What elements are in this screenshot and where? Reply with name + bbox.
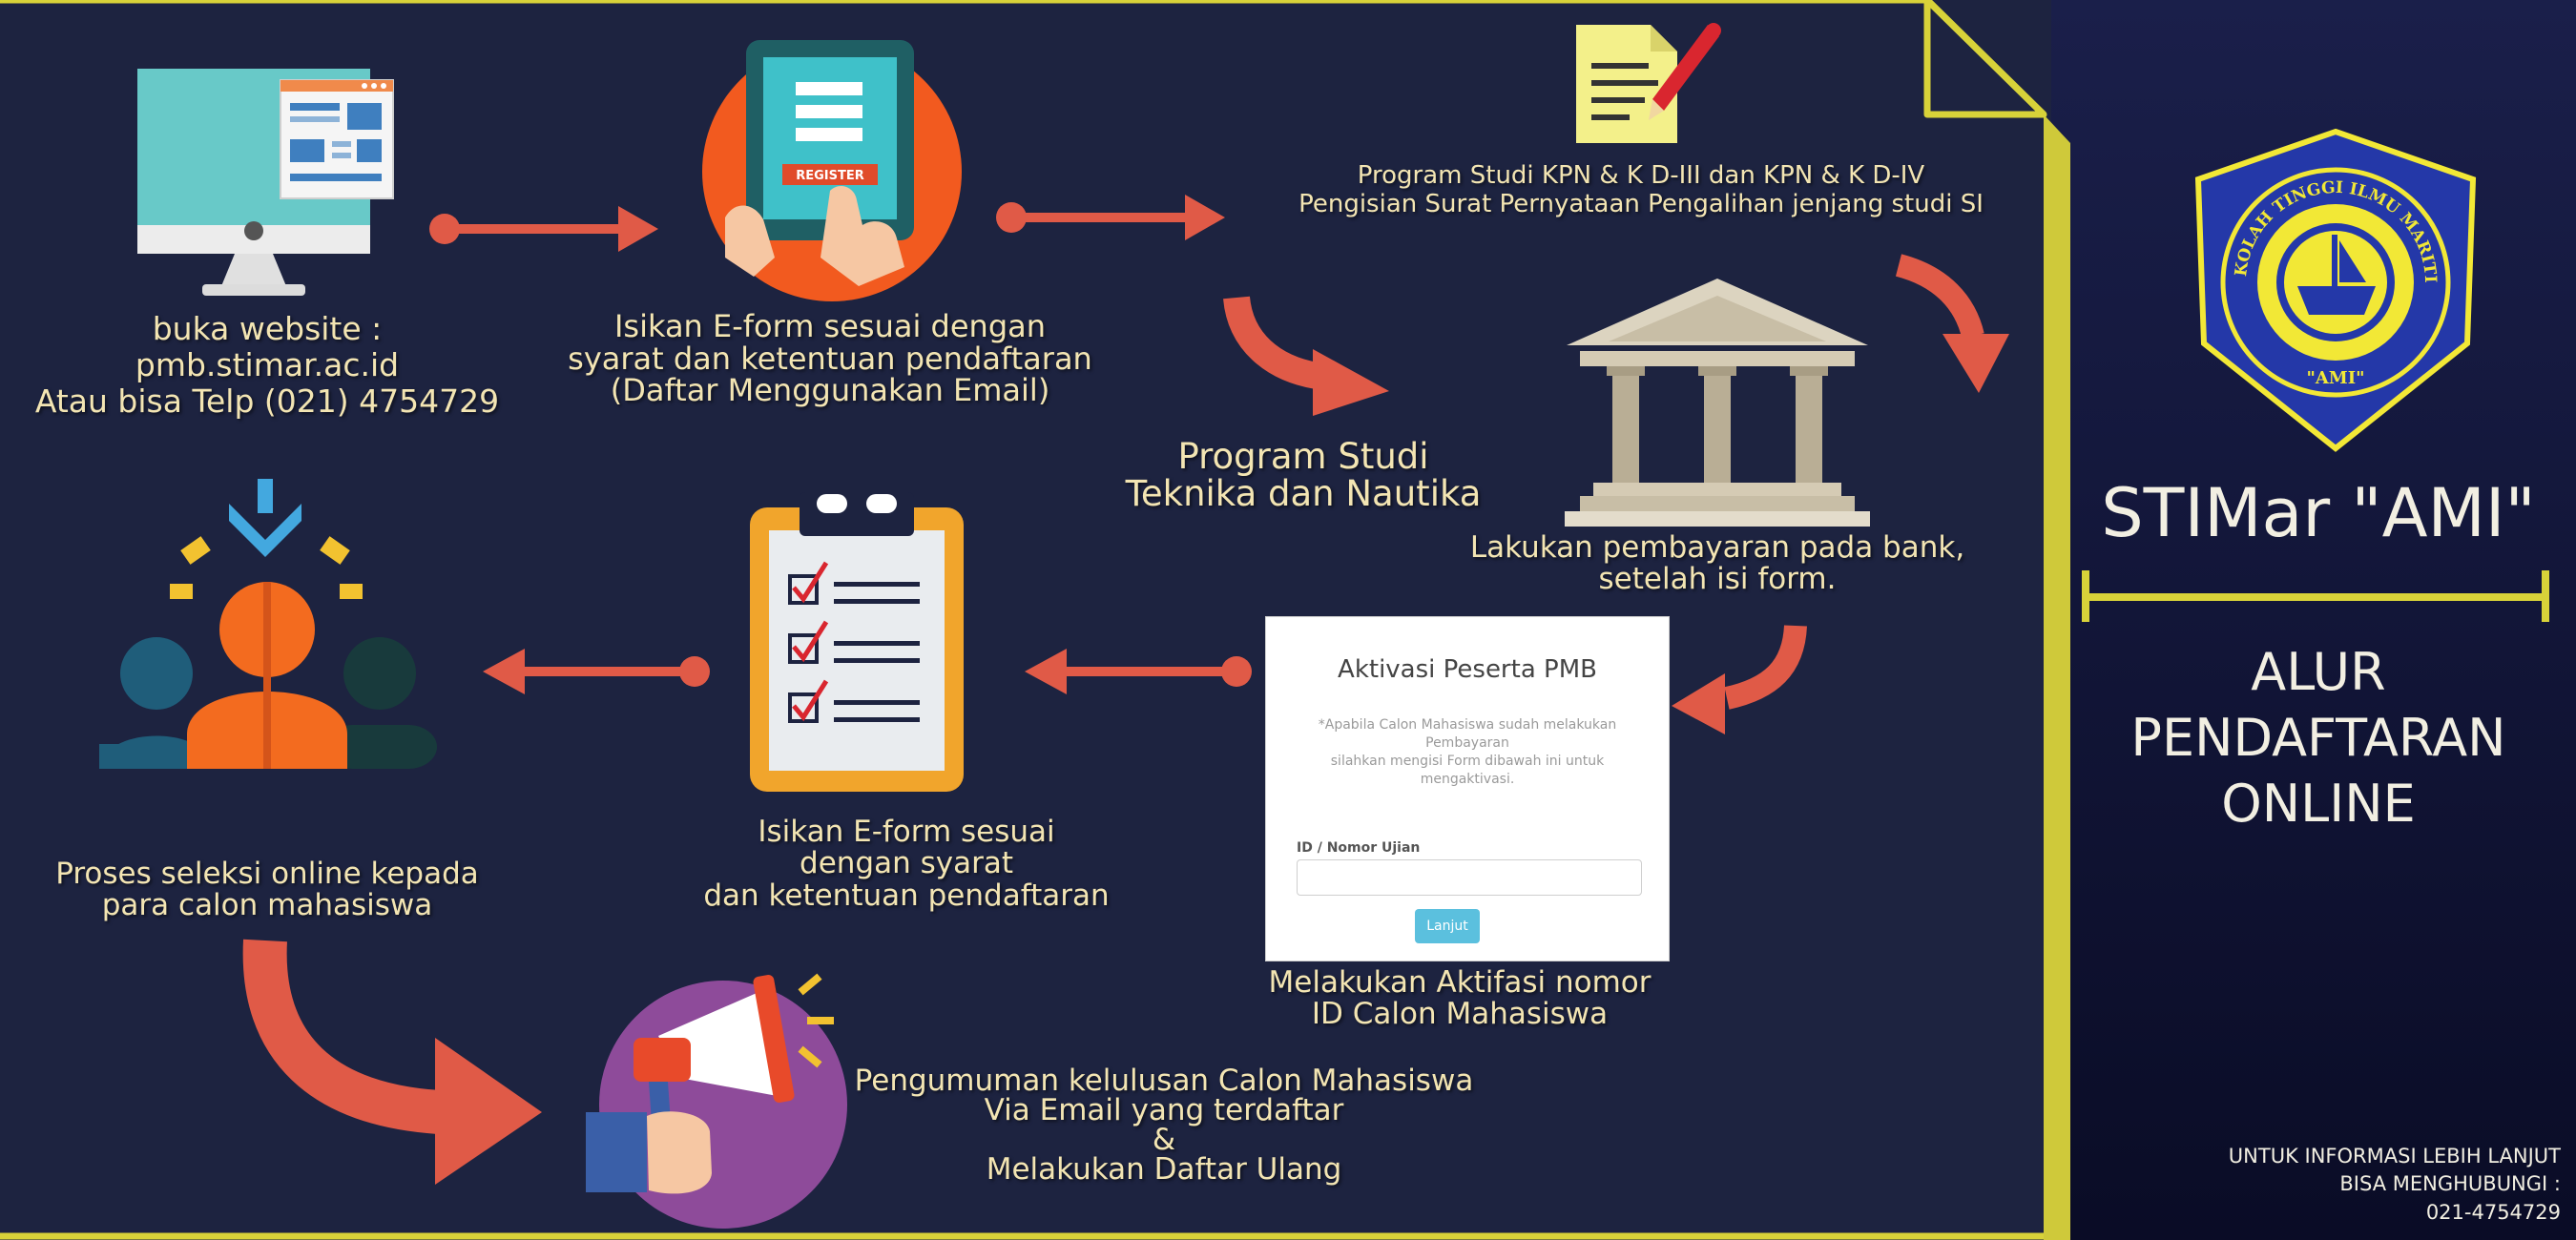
label-kpn: Program Studi KPN & K D-III dan KPN & K … xyxy=(1278,161,2004,219)
label-eform-email: Isikan E-form sesuai dengan syarat dan k… xyxy=(563,308,1097,409)
sidebar-heading-line2: PENDAFTARAN xyxy=(2130,708,2506,769)
sidebar-heading: ALUR PENDAFTARAN ONLINE xyxy=(2089,639,2547,837)
label-eform-syarat-line1: Isikan E-form sesuai xyxy=(758,815,1055,849)
label-aktifasi: Melakukan Aktifasi nomor ID Calon Mahasi… xyxy=(1231,967,1689,1029)
label-teknika: Program Studi Teknika dan Nautika xyxy=(1112,436,1494,514)
sidebar-contact-line1: UNTUK INFORMASI LEBIH LANJUT xyxy=(2228,1145,2561,1168)
sidebar-contact-phone: 021-4754729 xyxy=(2425,1200,2561,1224)
label-pengumuman-line4: Melakukan Daftar Ulang xyxy=(986,1152,1342,1187)
label-aktifasi-line2: ID Calon Mahasiswa xyxy=(1311,996,1609,1031)
label-teknika-line1: Program Studi xyxy=(1177,436,1429,477)
label-seleksi-line2: para calon mahasiswa xyxy=(101,887,433,922)
form-note-line2: silahkan mengisi Form dibawah ini untuk … xyxy=(1330,753,1605,787)
people-selection-icon xyxy=(99,479,437,769)
form-title: Aktivasi Peserta PMB xyxy=(1338,655,1597,684)
register-button-label: REGISTER xyxy=(796,169,864,183)
arrow-eform-to-kpn xyxy=(996,195,1225,240)
sidebar-divider xyxy=(2082,570,2549,622)
label-kpn-line2: Pengisian Surat Pernyataan Pengalihan je… xyxy=(1298,189,1984,218)
logo-text-bottom: "AMI" xyxy=(2306,368,2364,388)
arrow-website-to-eform xyxy=(429,206,658,252)
label-seleksi-line1: Proses seleksi online kepada xyxy=(55,857,479,891)
label-pengumuman: Pengumuman kelulusan Calon Mahasiswa Via… xyxy=(840,1066,1488,1185)
curved-arrow-kpn-to-bank xyxy=(1895,254,2009,393)
label-website-line2: pmb.stimar.ac.id xyxy=(135,345,400,383)
lanjut-button[interactable]: Lanjut xyxy=(1415,909,1480,943)
label-eform-syarat: Isikan E-form sesuai dengan syarat dan k… xyxy=(668,816,1145,912)
id-field-label: ID / Nomor Ujian xyxy=(1297,840,1421,856)
sidebar-contact: UNTUK INFORMASI LEBIH LANJUT BISA MENGHU… xyxy=(2099,1143,2561,1227)
form-note-line1: *Apabila Calon Mahasiswa sudah melakukan… xyxy=(1318,717,1617,751)
label-eform-email-line3: (Daftar Menggunakan Email) xyxy=(610,372,1050,409)
label-pengumuman-line2: Via Email yang terdaftar xyxy=(984,1093,1344,1127)
label-eform-syarat-line3: dan ketentuan pendaftaran xyxy=(703,878,1110,913)
sidebar-heading-line3: ONLINE xyxy=(2221,774,2416,835)
curved-arrow-bank-to-aktifasi xyxy=(1672,625,1807,734)
label-pengumuman-line1: Pengumuman kelulusan Calon Mahasiswa xyxy=(854,1064,1474,1098)
sidebar-brand: STIMar "AMI" xyxy=(2101,474,2536,552)
sidebar-contact-line2: BISA MENGHUBUNGI : xyxy=(2339,1172,2561,1196)
megaphone-icon xyxy=(586,973,847,1229)
label-kpn-line1: Program Studi KPN & K D-III dan KPN & K … xyxy=(1357,161,1925,190)
label-aktifasi-line1: Melakukan Aktifasi nomor xyxy=(1268,965,1652,1000)
bank-building-icon xyxy=(1565,279,1870,527)
label-bank-line1: Lakukan pembayaran pada bank, xyxy=(1469,530,1965,565)
sidebar-heading-line1: ALUR xyxy=(2251,642,2386,702)
label-website-line1: buka website : xyxy=(152,310,383,347)
clipboard-checklist-icon xyxy=(750,492,964,792)
label-pengumuman-line3: & xyxy=(1152,1123,1176,1157)
label-website: buka website : pmb.stimar.ac.id Atau bis… xyxy=(19,311,515,420)
label-bank-line2: setelah isi form. xyxy=(1598,561,1837,596)
arrow-clipboard-to-seleksi xyxy=(483,649,710,694)
label-bank: Lakukan pembayaran pada bank, setelah is… xyxy=(1460,532,1975,594)
register-tablet-icon: REGISTER xyxy=(702,40,962,301)
label-eform-syarat-line2: dengan syarat xyxy=(800,846,1013,881)
document-pen-icon xyxy=(1576,23,1721,143)
label-eform-email-line2: syarat dan ketentuan pendaftaran xyxy=(568,340,1092,377)
monitor-icon xyxy=(137,69,394,296)
arrow-aktifasi-to-clipboard xyxy=(1025,649,1252,694)
id-nomor-ujian-input[interactable] xyxy=(1297,859,1642,896)
curved-arrow-seleksi-to-pengumuman xyxy=(242,939,542,1185)
curved-arrow-eform-to-teknika xyxy=(1223,296,1389,416)
label-seleksi: Proses seleksi online kepada para calon … xyxy=(29,858,506,920)
label-teknika-line2: Teknika dan Nautika xyxy=(1125,472,1482,514)
activation-form-card: Aktivasi Peserta PMB *Apabila Calon Maha… xyxy=(1265,616,1670,961)
form-note: *Apabila Calon Mahasiswa sudah melakukan… xyxy=(1285,716,1650,789)
label-website-line3: Atau bisa Telp (021) 4754729 xyxy=(34,382,500,420)
label-eform-email-line1: Isikan E-form sesuai dengan xyxy=(613,308,1047,344)
